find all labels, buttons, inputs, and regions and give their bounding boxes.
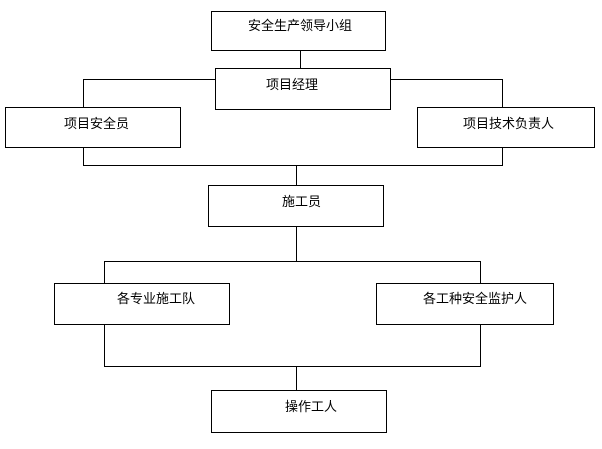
node-construction-staff: 施工员 (208, 185, 384, 227)
node-label: 施工员 (282, 195, 322, 210)
connector-manager-to-technical-lead (391, 79, 503, 107)
node-project-manager: 项目经理 (215, 68, 391, 110)
node-trade-safety-monitors: 各工种安全监护人 (376, 283, 554, 325)
node-specialty-construction-teams: 各专业施工队 (54, 283, 230, 325)
node-label: 各专业施工队 (117, 292, 196, 307)
node-label: 项目技术负责人 (463, 117, 555, 132)
connector-split-to-teams-and-monitors (104, 261, 481, 283)
node-operators: 操作工人 (211, 390, 387, 433)
connector-manager-to-safety-officer (83, 79, 215, 107)
node-project-technical-lead: 项目技术负责人 (417, 107, 595, 148)
connector-teams-and-monitors-merge (104, 325, 481, 367)
node-label: 安全生产领导小组 (248, 19, 353, 34)
node-label: 项目安全员 (64, 117, 130, 132)
connector-leads-to-construction-staff (83, 148, 503, 166)
node-label: 操作工人 (285, 400, 338, 415)
node-project-safety-officer: 项目安全员 (5, 107, 181, 148)
node-safety-leadership-group: 安全生产领导小组 (211, 11, 386, 51)
node-label: 各工种安全监护人 (423, 292, 528, 307)
node-label: 项目经理 (266, 78, 319, 93)
